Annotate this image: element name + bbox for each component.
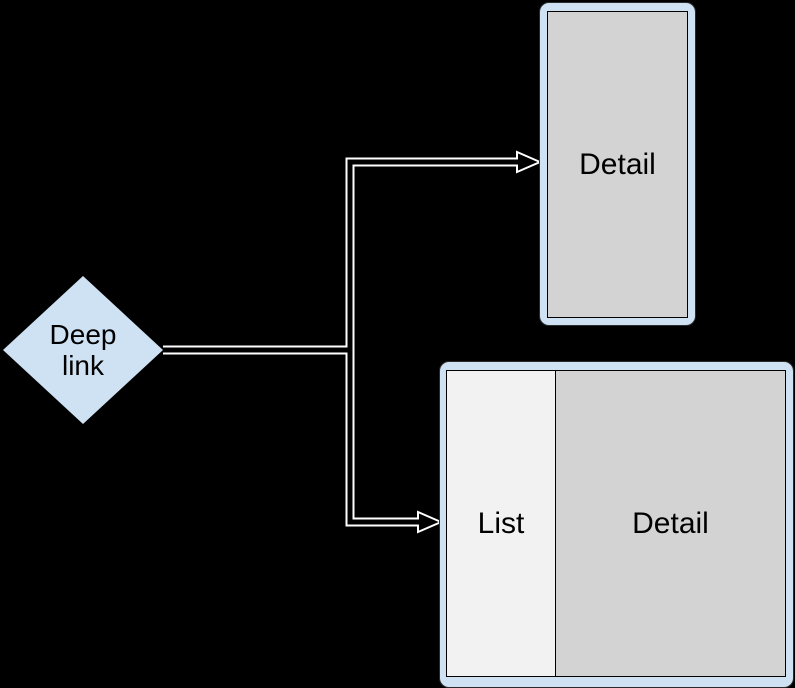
detail-pane: Detail xyxy=(556,371,785,676)
deep-link-label: Deep link xyxy=(49,318,117,381)
detail-screen-label: Detail xyxy=(579,147,656,181)
connector-center-branches xyxy=(347,159,521,525)
list-detail-screen-frame: List Detail xyxy=(439,361,794,688)
detail-pane-label: Detail xyxy=(632,506,709,540)
list-detail-screen: List Detail xyxy=(446,370,786,677)
list-pane-label: List xyxy=(477,506,525,540)
detail-screen-frame: Detail xyxy=(539,2,696,326)
list-pane: List xyxy=(447,371,556,676)
detail-screen: Detail xyxy=(547,11,688,318)
